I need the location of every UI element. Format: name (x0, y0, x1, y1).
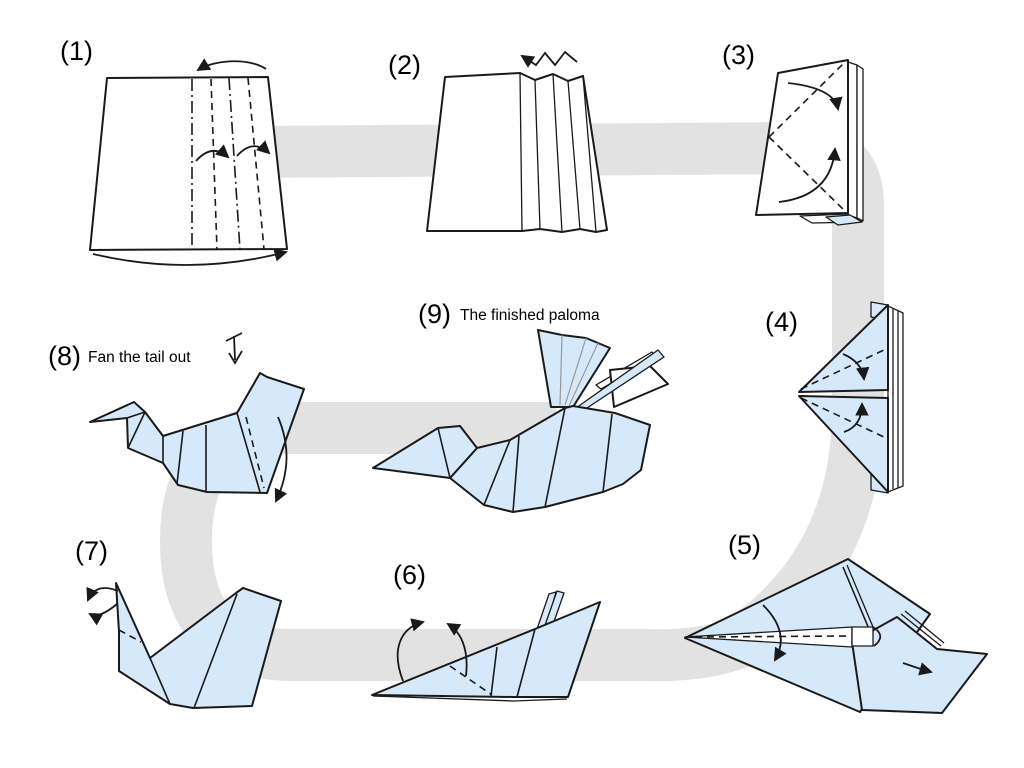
step-2-label: (2) (388, 50, 421, 80)
step-9-caption: The finished paloma (460, 307, 600, 324)
step-7-body (115, 582, 282, 709)
step-5-spike-fold-line (694, 635, 849, 638)
step-2-pleat-line-1 (519, 72, 523, 232)
step-1-paper (89, 76, 288, 251)
step-1-pleat-arrow-1 (195, 144, 230, 162)
step-8-label: (8) (48, 341, 81, 371)
step-3-front-panel (755, 59, 849, 216)
step-2-accordion-arrow (520, 50, 578, 68)
step-7-neck-fold-line (118, 629, 142, 643)
step-5-pleat-edge-1 (896, 616, 938, 650)
step-6-bottom-edge-1 (372, 695, 515, 702)
step-4-label: (4) (765, 307, 798, 337)
step-1-bottom-fold-arrow (92, 248, 288, 266)
step-1-fold-line-3 (228, 77, 241, 251)
step-9-label: (9) (418, 299, 451, 329)
step-5-label: (5) (728, 530, 761, 560)
step-6-panel-line-1 (516, 628, 536, 698)
step-2-pleat-line-2 (534, 79, 541, 230)
step-7-label: (7) (75, 536, 108, 566)
step-9-fan-crease-3 (568, 342, 599, 407)
step-6-fold-line (449, 665, 493, 696)
step-1-diagram: (1) (60, 36, 288, 266)
step-4-page-stack (887, 305, 904, 493)
step-4-fold-line-top (800, 348, 887, 390)
step-6-label: (6) (393, 560, 426, 590)
step-8-head-line-2 (127, 411, 146, 449)
step-6-unfold-arrow-2 (446, 622, 468, 677)
step-4-fold-arrow-top (842, 353, 870, 382)
step-1-top-fold-arrow (196, 58, 267, 72)
step-5-fold-arrow (762, 604, 787, 662)
step-1-label: (1) (60, 36, 93, 66)
step-9-fan-crease-1 (559, 334, 563, 406)
step-1-fold-line-4 (247, 77, 265, 250)
step-9-fan-crease-2 (564, 337, 587, 406)
step-3-fold-arrow-bottom (778, 146, 841, 203)
step-4-fold-arrow-bottom (843, 401, 869, 433)
step-8-panel-line-1 (176, 430, 184, 485)
step-8-tail-edge-line (236, 412, 261, 493)
step-6-panel-line-2 (490, 646, 498, 697)
step-1-pleat-arrow-2 (236, 140, 271, 157)
step-6-bottom-edge-2 (513, 698, 568, 702)
step-9-body-panel-line-3 (544, 407, 566, 508)
step-5-pleat-edge-2 (900, 613, 942, 647)
step-3-back-page-1 (847, 61, 858, 219)
step-5-diagram: (5) (684, 530, 988, 714)
step-5-turn-arc (872, 626, 882, 647)
step-5-spine-line-2 (846, 564, 874, 628)
step-4-lower-flap (798, 395, 889, 493)
step-8-fan-arrow (274, 416, 288, 503)
step-6-diagram: (6) (371, 560, 601, 702)
step-3-diagonal-fold-top (768, 60, 847, 138)
step-7-panel-line-1 (149, 657, 171, 705)
step-7-unfold-arrow-2 (88, 603, 118, 626)
step-3-label: (3) (722, 40, 755, 70)
step-5-pleat-edge-3 (904, 610, 945, 644)
step-6-unfold-arrow-1 (396, 618, 425, 682)
step-9-diagram: (9) The finished paloma (372, 299, 669, 513)
step-2-pleat-line-4 (567, 80, 581, 230)
step-9-head (372, 425, 478, 479)
step-2-diagram: (2) (388, 50, 608, 233)
step-6-body (371, 601, 601, 698)
step-4-fold-line-bottom (800, 397, 887, 439)
step-7-diagram: (7) (75, 536, 282, 709)
step-2-pleat-line-3 (552, 73, 563, 233)
step-2-pleat-line-5 (582, 75, 597, 233)
step-5-square-tab (851, 626, 874, 647)
step-9-body-panel-line-4 (602, 413, 613, 493)
step-9-body-panel-line-1 (483, 439, 511, 506)
step-5-pull-arrow (902, 662, 933, 676)
step-9-head-line (437, 427, 451, 479)
step-3-diagonal-fold-bottom (768, 136, 847, 213)
step-8-push-symbol-head (228, 350, 243, 365)
step-3-diagram: (3) (722, 40, 864, 226)
step-8-caption: Fan the tail out (88, 349, 191, 366)
step-7-panel-line-2 (193, 593, 238, 709)
step-8-push-symbol-shaft (233, 335, 236, 361)
step-8-head-line-1 (126, 411, 146, 419)
step-9-body-panel-line-2 (512, 435, 520, 513)
step-8-bird-body (89, 372, 305, 494)
step-5-spine-line-1 (842, 566, 870, 630)
step-3-back-page-2 (856, 64, 864, 222)
step-4-diagram: (4) (765, 301, 904, 494)
step-8-tail-fold-line (245, 416, 265, 489)
step-1-fold-line-2 (210, 78, 218, 251)
step-8-diagram: (8) Fan the tail out (48, 332, 305, 503)
step-3-blue-layer-peek (825, 214, 863, 226)
step-2-paper (426, 72, 608, 233)
step-3-fold-arrow-top (787, 82, 843, 111)
step-7-unfold-arrow-1 (86, 586, 119, 602)
step-9-body (449, 405, 651, 513)
